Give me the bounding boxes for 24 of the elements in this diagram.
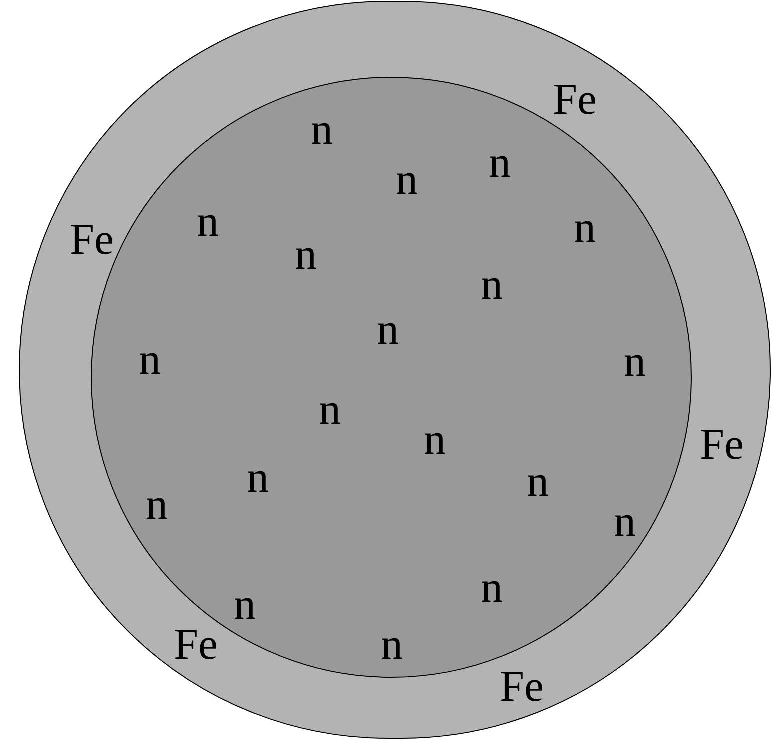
symbol-label: n (146, 483, 168, 527)
symbol-label: n (319, 388, 341, 432)
symbol-label: n (527, 460, 549, 504)
symbol-label: n (247, 456, 269, 500)
symbol-label: n (197, 200, 219, 244)
symbol-label: n (311, 108, 333, 152)
symbol-label: n (139, 338, 161, 382)
symbol-label: Fe (70, 218, 114, 262)
symbol-label: n (424, 418, 446, 462)
symbol-label: Fe (174, 623, 218, 667)
symbol-label: n (481, 566, 503, 610)
symbol-label: n (377, 308, 399, 352)
symbol-label: n (295, 233, 317, 277)
symbol-label: Fe (553, 78, 597, 122)
symbol-label: n (481, 263, 503, 307)
symbol-label: n (396, 158, 418, 202)
symbol-label: n (574, 206, 596, 250)
symbol-label: n (234, 583, 256, 627)
symbol-label: n (489, 141, 511, 185)
symbol-label: Fe (500, 665, 544, 709)
symbol-label: n (624, 340, 646, 384)
symbol-label: n (614, 500, 636, 544)
symbol-label: Fe (700, 423, 744, 467)
symbol-label: n (381, 623, 403, 667)
